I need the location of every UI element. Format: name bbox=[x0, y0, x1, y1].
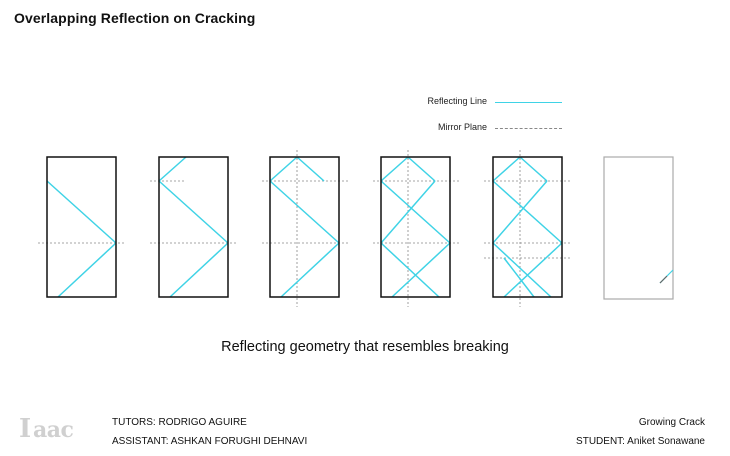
reflecting-line bbox=[492, 242, 552, 298]
legend: Reflecting Line Mirror Plane bbox=[400, 94, 580, 144]
reflecting-line bbox=[503, 242, 563, 298]
crack-line-dark bbox=[659, 275, 668, 284]
page-title: Overlapping Reflection on Cracking bbox=[14, 10, 256, 26]
reflecting-line bbox=[280, 242, 340, 298]
panel-frame bbox=[269, 156, 340, 298]
legend-swatch-reflecting-line bbox=[495, 102, 562, 103]
reflecting-lines bbox=[380, 156, 451, 298]
reflecting-line bbox=[380, 180, 451, 244]
reflecting-line bbox=[492, 180, 548, 244]
reflecting-line bbox=[296, 156, 325, 182]
panel-step-1 bbox=[38, 156, 125, 298]
reflecting-line bbox=[158, 180, 229, 244]
panel-frame bbox=[158, 156, 229, 298]
reflecting-line bbox=[158, 156, 187, 182]
legend-label-mirror-plane: Mirror Plane bbox=[437, 122, 487, 132]
legend-swatch-mirror-plane bbox=[495, 128, 562, 129]
reflecting-line bbox=[380, 156, 409, 182]
reflecting-line bbox=[269, 180, 340, 244]
reflecting-line bbox=[391, 242, 451, 298]
reflection-diagram bbox=[38, 150, 674, 307]
panel-step-5 bbox=[484, 150, 571, 307]
reflecting-line bbox=[407, 156, 436, 182]
reflecting-lines bbox=[158, 156, 229, 298]
reflecting-line bbox=[380, 242, 440, 298]
legend-label-reflecting-line: Reflecting Line bbox=[427, 96, 487, 106]
legend-row-reflecting-line: Reflecting Line bbox=[400, 94, 580, 108]
reflecting-line bbox=[519, 156, 548, 182]
reflecting-line bbox=[46, 180, 117, 244]
reflecting-lines bbox=[269, 156, 340, 298]
panel-frame bbox=[492, 156, 563, 298]
reflecting-line bbox=[269, 156, 298, 182]
mirror-planes bbox=[484, 150, 571, 307]
assistant-credit: ASSISTANT: ASHKAN FORUGHI DEHNAVI bbox=[112, 436, 308, 447]
project-name: Growing Crack bbox=[638, 417, 705, 428]
reflecting-line bbox=[492, 156, 521, 182]
reflecting-lines bbox=[46, 180, 117, 298]
reflecting-line bbox=[492, 180, 563, 244]
panel-step-6-final bbox=[603, 156, 674, 300]
tutors-credit: TUTORS: RODRIGO AGUIRE bbox=[112, 417, 247, 428]
reflecting-line bbox=[57, 242, 117, 298]
mirror-planes bbox=[262, 150, 348, 307]
panel-frame bbox=[380, 156, 451, 298]
panel-step-3 bbox=[262, 150, 348, 307]
iaac-logo: I aac bbox=[19, 414, 74, 442]
panel-step-2 bbox=[150, 156, 238, 298]
panel-frame-final bbox=[603, 156, 674, 300]
panel-frame bbox=[46, 156, 117, 298]
mirror-planes bbox=[373, 150, 459, 307]
student-credit: STUDENT: Aniket Sonawane bbox=[576, 436, 705, 447]
svg-text:I: I bbox=[19, 414, 30, 442]
reflecting-lines bbox=[492, 156, 563, 298]
reflecting-line bbox=[503, 257, 535, 298]
panel-step-4 bbox=[373, 150, 459, 307]
caption: Reflecting geometry that resembles break… bbox=[221, 339, 509, 355]
mirror-planes bbox=[150, 180, 238, 244]
legend-row-mirror-plane: Mirror Plane bbox=[400, 120, 580, 134]
reflecting-line bbox=[169, 242, 229, 298]
reflecting-line bbox=[380, 180, 436, 244]
svg-text:aac: aac bbox=[33, 417, 74, 442]
